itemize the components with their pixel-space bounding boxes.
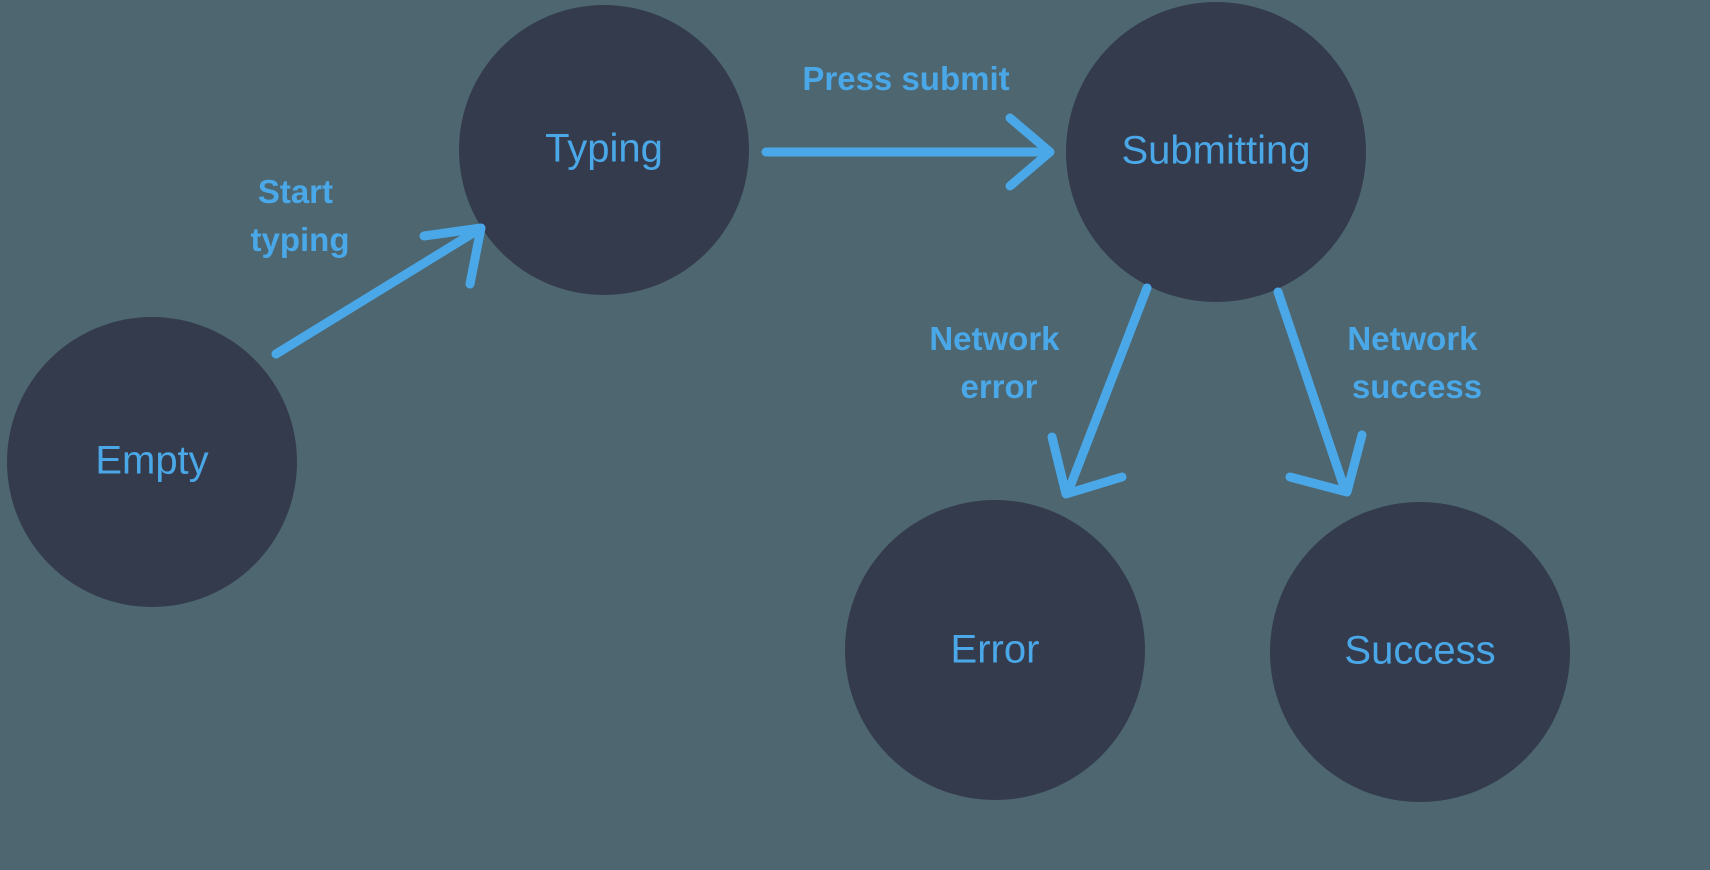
edge-network-success-line xyxy=(1273,287,1350,495)
node-error-label: Error xyxy=(951,628,1040,672)
edge-network-success-label: Network success xyxy=(1347,320,1486,405)
node-empty-circle[interactable] xyxy=(7,317,297,607)
node-success[interactable]: Success xyxy=(1270,502,1570,802)
edge-press-submit[interactable]: Press submit xyxy=(761,60,1055,191)
edge-network-error-arrowhead xyxy=(1047,432,1127,499)
node-typing-label: Typing xyxy=(545,127,663,171)
node-submitting-circle[interactable] xyxy=(1066,2,1366,302)
node-empty-label: Empty xyxy=(95,439,208,483)
edge-network-error-label-line-2: error xyxy=(960,368,1037,405)
edge-press-submit-label-line-1: Press submit xyxy=(802,60,1009,97)
edge-network-success-arrowhead xyxy=(1285,430,1367,497)
node-success-label: Success xyxy=(1344,629,1495,673)
node-submitting[interactable]: Submitting xyxy=(1066,2,1366,302)
edge-network-success-label-line-2: success xyxy=(1352,368,1482,405)
node-typing-circle[interactable] xyxy=(459,5,749,295)
edge-network-error-label: Network error xyxy=(929,320,1068,405)
edge-network-error-label-line-1: Network xyxy=(929,320,1060,357)
edge-start-typing-arrowhead xyxy=(419,223,486,289)
edge-network-error[interactable]: Network error xyxy=(929,283,1152,499)
node-typing[interactable]: Typing xyxy=(459,5,749,295)
node-empty[interactable]: Empty xyxy=(7,317,297,607)
edge-network-error-line xyxy=(1063,283,1152,497)
node-error[interactable]: Error xyxy=(845,500,1145,800)
edge-start-typing-label-line-1: Start xyxy=(258,173,333,210)
node-success-circle[interactable] xyxy=(1270,502,1570,802)
edge-network-success[interactable]: Network success xyxy=(1273,287,1487,497)
edge-start-typing-line xyxy=(271,225,483,359)
edge-press-submit-arrowhead xyxy=(1005,113,1055,191)
edge-network-success-label-line-1: Network xyxy=(1347,320,1478,357)
edge-start-typing-label: Start typing xyxy=(251,173,350,258)
node-error-circle[interactable] xyxy=(845,500,1145,800)
edge-start-typing-label-line-2: typing xyxy=(251,221,350,258)
edge-press-submit-label: Press submit xyxy=(802,60,1009,97)
edge-start-typing[interactable]: Start typing xyxy=(251,173,486,359)
node-submitting-label: Submitting xyxy=(1122,129,1311,173)
